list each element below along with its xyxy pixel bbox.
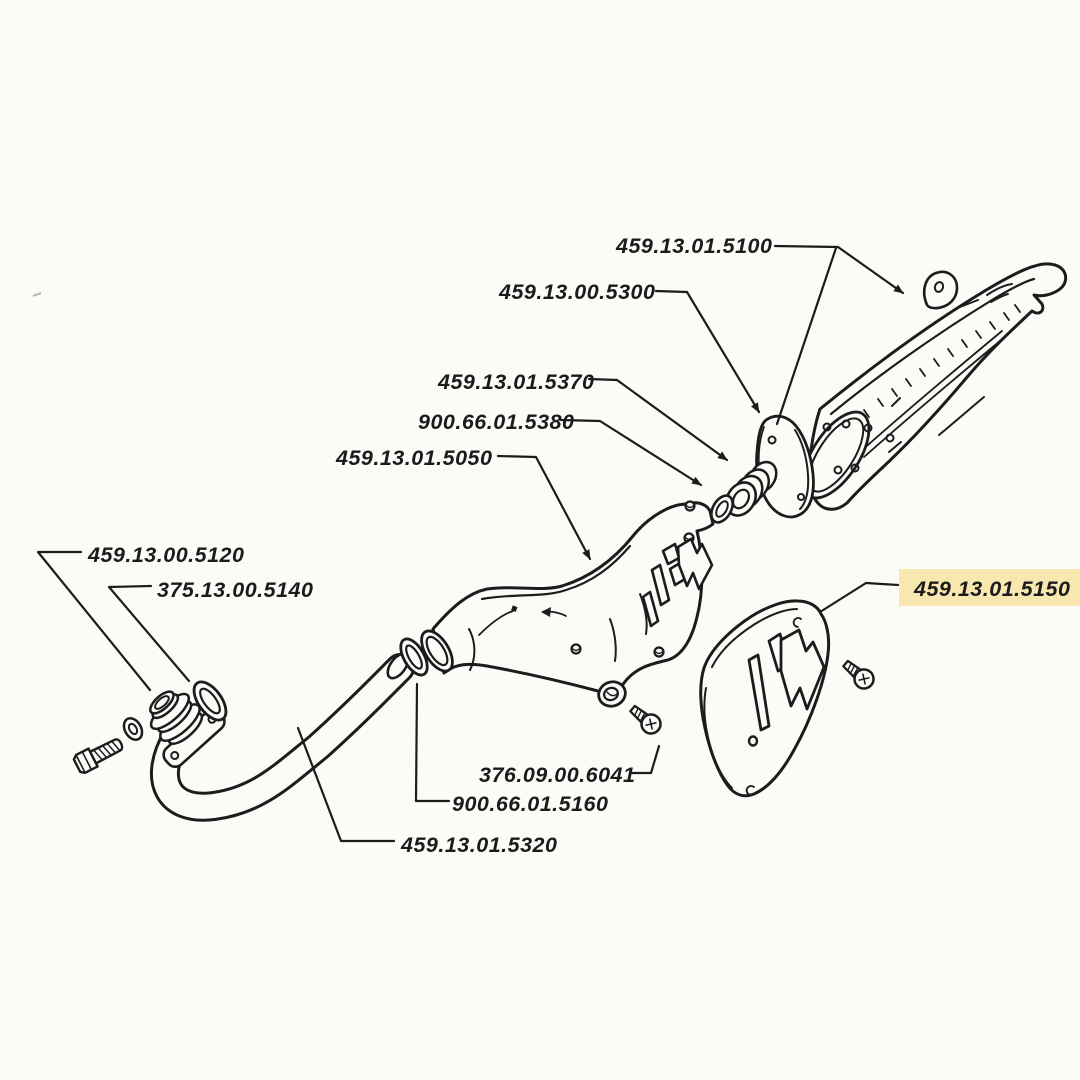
part-number-5370[interactable]: 459.13.01.5370 <box>437 370 594 394</box>
leader-5380 <box>559 418 703 487</box>
hex-bolt-drawing <box>72 738 124 775</box>
part-number-5300[interactable]: 459.13.00.5300 <box>498 280 655 304</box>
screw-6041-drawing <box>629 704 662 735</box>
seal-ring-5160-drawing <box>399 637 429 677</box>
part-number-5120[interactable]: 459.13.00.5120 <box>87 543 244 567</box>
leader-5050 <box>496 454 592 561</box>
grommet-drawing <box>597 680 627 708</box>
leader-5300 <box>654 289 761 414</box>
part-number-5050[interactable]: 459.13.01.5050 <box>335 446 492 470</box>
leader-5370 <box>587 377 729 462</box>
part-number-5140[interactable]: 375.13.00.5140 <box>157 578 313 602</box>
part-number-5160[interactable]: 900.66.01.5160 <box>452 792 608 816</box>
hanger-bracket-drawing <box>923 270 959 310</box>
silencer-drawing <box>801 262 1068 511</box>
gasket-ring-5140-drawing <box>192 680 228 722</box>
leader-5160 <box>414 682 451 803</box>
end-cap-plate-drawing <box>755 414 815 519</box>
leader-5100-to-silencer <box>836 245 905 295</box>
leader-5120 <box>36 550 152 692</box>
leader-5100-to-endcap <box>775 246 838 426</box>
highlight-marker <box>899 569 1080 606</box>
part-number-6041[interactable]: 376.09.00.6041 <box>479 763 635 787</box>
exhaust-flange-drawing <box>149 690 226 768</box>
washer-drawing <box>122 717 144 741</box>
part-number-5150-highlighted[interactable]: 459.13.01.5150 <box>913 577 1070 601</box>
part-number-5320[interactable]: 459.13.01.5320 <box>400 833 557 857</box>
fm-logo-emboss-cover <box>747 628 826 747</box>
ribbed-collar-drawing <box>724 460 778 517</box>
leader-5320 <box>296 726 396 843</box>
part-number-5380[interactable]: 900.66.01.5380 <box>418 410 574 434</box>
cover-plate-drawing <box>699 599 831 798</box>
leader-lines <box>36 244 905 843</box>
leader-5150 <box>818 581 900 614</box>
leader-5140 <box>107 584 191 683</box>
expansion-chamber-drawing <box>420 500 715 708</box>
fm-logo-emboss-chamber <box>641 537 714 628</box>
part-number-5100[interactable]: 459.13.01.5100 <box>615 234 772 258</box>
leader-6041 <box>630 744 661 775</box>
scan-artifact <box>32 292 42 297</box>
seal-ring-5380-drawing <box>710 494 734 524</box>
leader-5100-dash <box>773 244 840 249</box>
screw-cover-drawing <box>842 659 875 690</box>
